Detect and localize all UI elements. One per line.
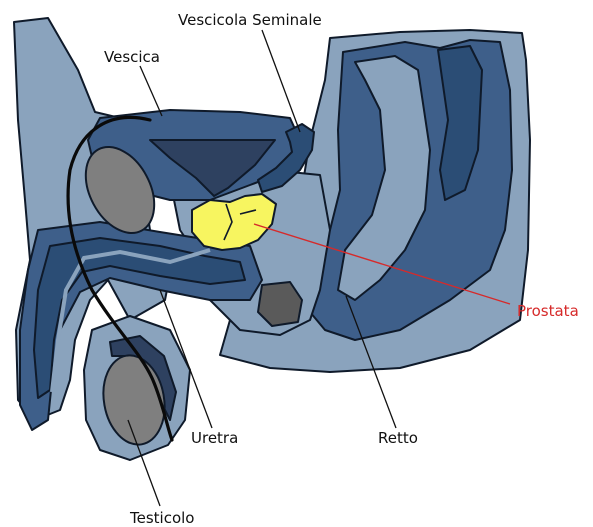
label-vescicola-seminale: Vescicola Seminale — [178, 11, 322, 29]
label-retto: Retto — [378, 429, 418, 447]
leader-vescica — [140, 66, 162, 116]
label-uretra: Uretra — [191, 429, 238, 447]
label-testicolo: Testicolo — [129, 509, 194, 527]
label-vescica: Vescica — [104, 48, 160, 66]
perineal-cavity — [258, 282, 302, 326]
label-prostata: Prostata — [517, 302, 579, 320]
